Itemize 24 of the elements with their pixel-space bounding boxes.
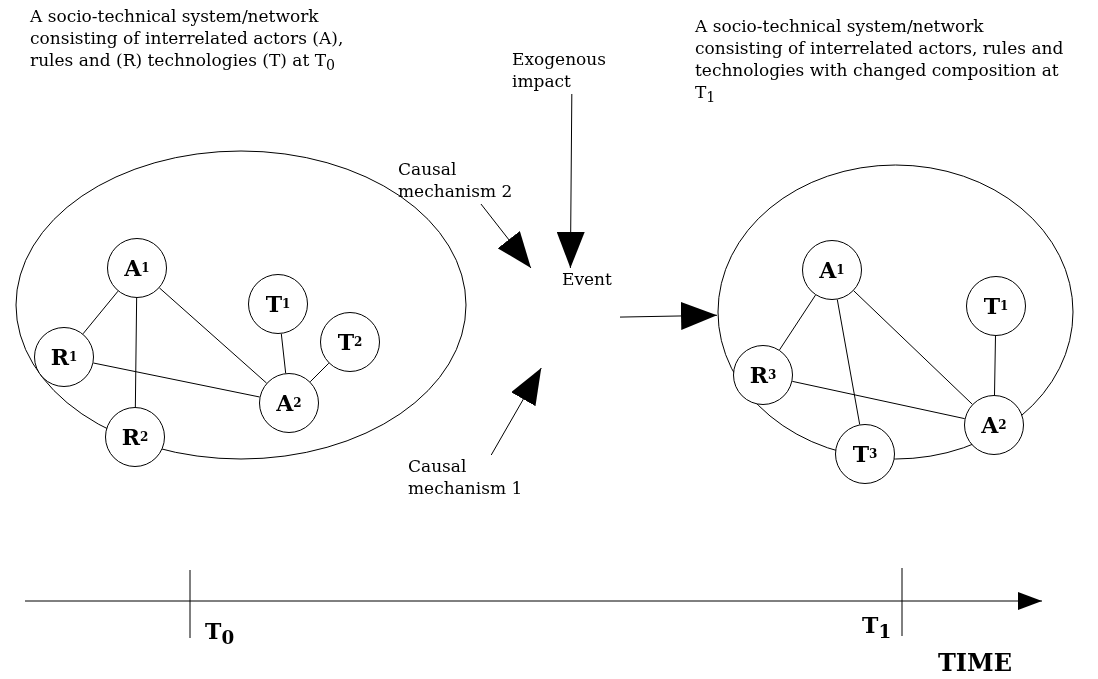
connector-line bbox=[791, 380, 966, 420]
time-point-label: T$_{0}$ bbox=[205, 618, 235, 649]
heading-text: A socio-technical system/network consisting of interrelated actors (A), rules and (R) technologies (T) at T$_{0}$ bbox=[30, 5, 345, 75]
arrow bbox=[619, 301, 718, 330]
time-point-label: T$_{1}$ bbox=[862, 612, 892, 643]
arrow bbox=[490, 367, 542, 456]
connector-line bbox=[158, 287, 268, 384]
connector-line bbox=[92, 362, 261, 398]
text-label: Exogenous impact bbox=[512, 48, 632, 93]
heading-text: A socio-technical system/network consisting of interrelated actors, rules and technologies with changed composition at T$_{1}$ bbox=[695, 15, 1065, 108]
arrow bbox=[480, 203, 532, 269]
connector-line bbox=[853, 290, 973, 405]
connector-line bbox=[994, 335, 996, 396]
connector-line bbox=[134, 297, 138, 408]
arrow bbox=[556, 93, 585, 269]
text-label: Causal mechanism 2 bbox=[398, 158, 528, 203]
connector-line bbox=[836, 299, 861, 425]
text-label: Event bbox=[520, 268, 620, 368]
connector-line bbox=[280, 333, 287, 374]
connector-line bbox=[82, 290, 119, 335]
connector-line bbox=[779, 294, 816, 351]
connector-line bbox=[309, 362, 330, 383]
text-label: Causal mechanism 1 bbox=[408, 455, 548, 500]
axis-label: TIME bbox=[938, 648, 1012, 677]
